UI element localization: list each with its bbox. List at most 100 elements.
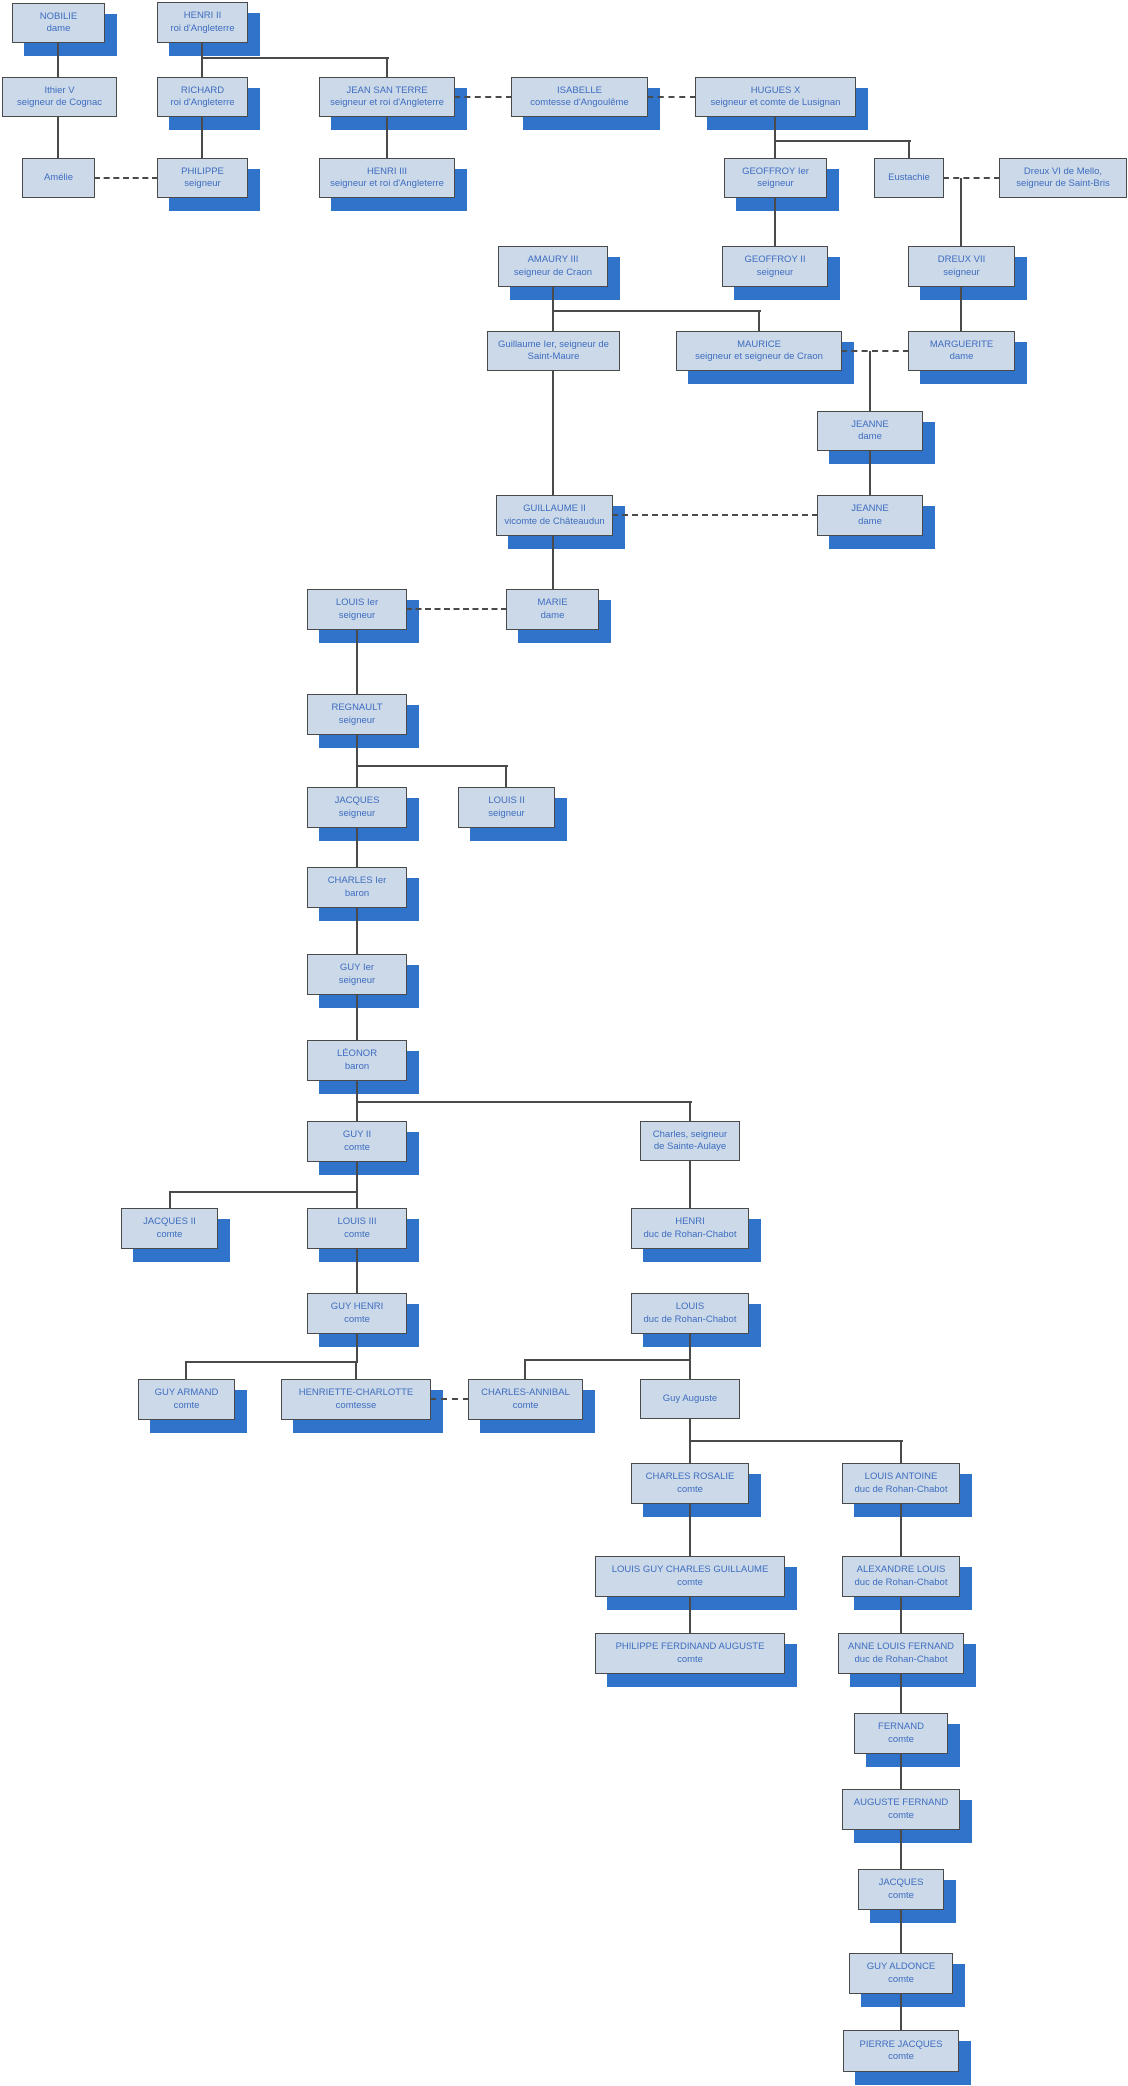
descent-connector-solid xyxy=(689,1161,691,1208)
person-title: Saint-Maure xyxy=(527,351,580,362)
descent-connector-solid xyxy=(960,178,962,246)
marriage-connector-dashed xyxy=(406,608,507,610)
person-name: AUGUSTE FERNAND xyxy=(853,1797,949,1808)
person-name: REGNAULT xyxy=(331,702,383,713)
person-title: dame xyxy=(858,431,882,442)
person-title: baron xyxy=(344,887,370,899)
person-name: CHARLES-ANNIBAL xyxy=(481,1387,570,1398)
person-node-eustachie[interactable]: Eustachie xyxy=(874,158,944,198)
descent-connector-solid xyxy=(356,1249,358,1293)
person-title: seigneur et roi d'Angleterre xyxy=(330,178,444,189)
descent-connector-solid xyxy=(524,1359,691,1361)
person-name: PHILIPPE FERDINAND AUGUSTE xyxy=(615,1641,765,1652)
person-title: baron xyxy=(344,1060,370,1072)
person-name: AMAURY III xyxy=(527,254,579,265)
person-node-guy-auguste[interactable]: Guy Auguste xyxy=(640,1379,740,1419)
person-node-amelie[interactable]: Amélie xyxy=(22,158,95,198)
person-title: vicomte de Châteaudun xyxy=(504,515,605,527)
person-name: GUY Ier xyxy=(339,962,375,973)
descent-connector-solid xyxy=(356,995,358,1040)
descent-connector-solid xyxy=(774,117,776,158)
person-name: RICHARD xyxy=(180,84,225,96)
person-title: seigneur xyxy=(184,178,221,189)
person-node-dreux-vi[interactable]: Dreux VI de Mello,seigneur de Saint-Bris xyxy=(999,158,1127,198)
person-name: JEANNE xyxy=(851,418,889,430)
person-title: comtesse d'Angoulême xyxy=(530,97,629,108)
person-title: de Sainte-Aulaye xyxy=(653,1141,727,1152)
descent-connector-solid xyxy=(201,43,203,77)
descent-connector-solid xyxy=(356,828,358,867)
descent-connector-solid xyxy=(900,1910,902,1953)
descent-connector-solid xyxy=(356,765,508,767)
person-name: MARIE xyxy=(537,597,568,608)
descent-connector-solid xyxy=(908,141,910,158)
person-name: GUY HENRI xyxy=(330,1301,384,1312)
descent-connector-solid xyxy=(57,117,59,158)
person-title: roi d'Angleterre xyxy=(170,22,235,34)
person-name: LOUIS Ier xyxy=(335,597,379,608)
person-title: duc de Rohan-Chabot xyxy=(854,1576,948,1588)
person-title: comte xyxy=(677,1483,703,1495)
person-title: seigneur xyxy=(757,178,794,189)
person-title: comte xyxy=(888,2051,914,2062)
person-name: LOUIS ANTOINE xyxy=(864,1471,938,1482)
descent-connector-solid xyxy=(758,311,760,331)
person-name: HENRI II xyxy=(183,10,222,21)
person-name: LOUIS GUY CHARLES GUILLAUME xyxy=(611,1564,769,1575)
person-name: JACQUES xyxy=(334,795,380,806)
person-title: seigneur et seigneur de Craon xyxy=(695,351,823,362)
person-title: duc de Rohan-Chabot xyxy=(643,1313,737,1325)
person-title: seigneur xyxy=(756,266,794,278)
person-title: roi d'Angleterre xyxy=(170,97,235,108)
person-title: dame xyxy=(46,23,71,34)
